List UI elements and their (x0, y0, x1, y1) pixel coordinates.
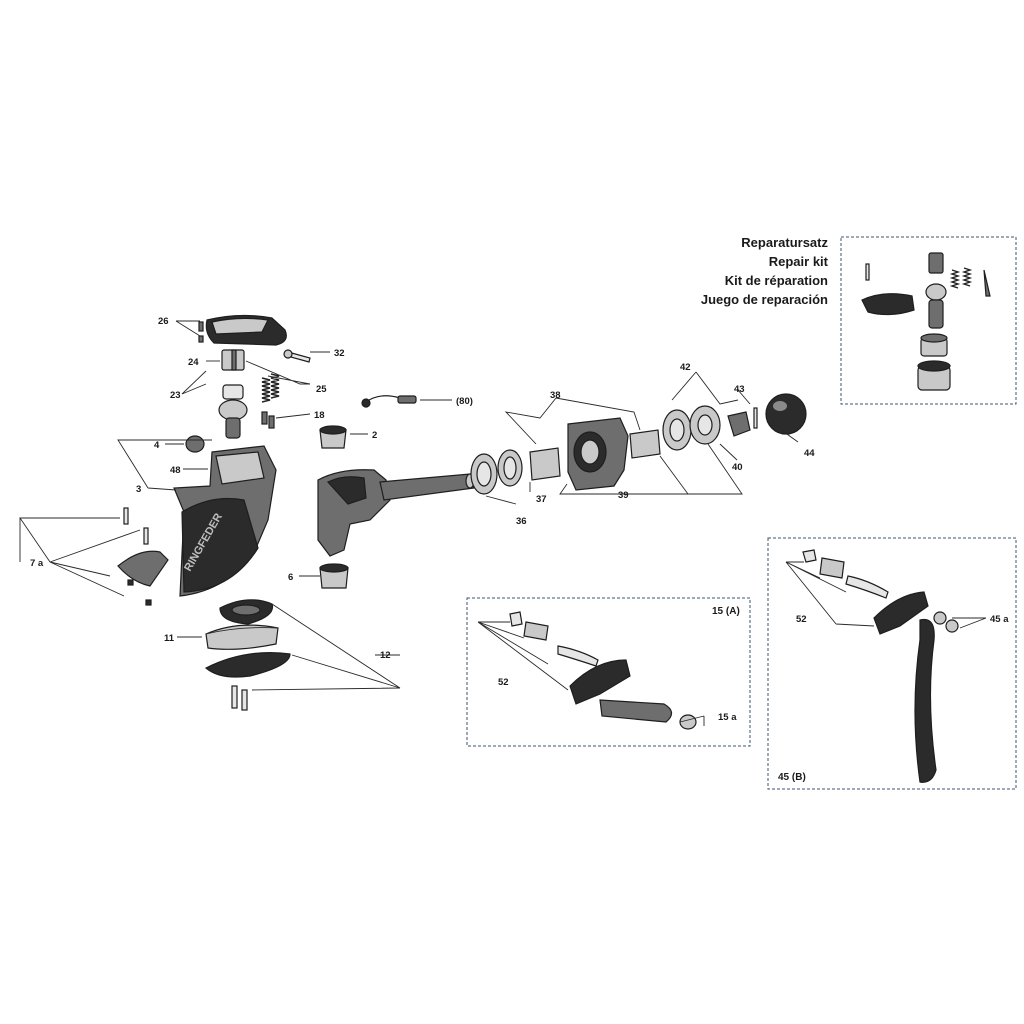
variant-a-box (466, 597, 751, 747)
repair-kit-title-es: Juego de reparación (701, 292, 828, 307)
callout-42: 42 (680, 362, 691, 373)
callout-6: 6 (288, 572, 293, 583)
repair-kit-title-en: Repair kit (769, 254, 829, 269)
callout-40: 40 (732, 462, 743, 473)
part-12-ring-cap (219, 599, 274, 625)
part-6-bushing (319, 563, 349, 589)
variant-a-callout-15a: 15 a (718, 712, 737, 723)
callout-25: 25 (316, 384, 327, 395)
callout-3: 3 (136, 484, 141, 495)
part-12-base-plate (204, 652, 291, 711)
part-43-nut (727, 407, 758, 437)
callout-80: (80) (456, 396, 473, 407)
part-32-bolt (283, 349, 311, 363)
part-3-coupling-body: RINGFEDER (173, 445, 277, 597)
part-39-sleeve-left (529, 447, 561, 481)
callout-32: 32 (334, 348, 345, 359)
variant-b-callout-45a: 45 a (990, 614, 1009, 625)
repair-kit-box (840, 236, 1017, 405)
part-40-rings (662, 405, 721, 451)
callout-23: 23 (170, 390, 181, 401)
callout-12: 12 (380, 650, 391, 661)
repair-kit-title-de: Reparatursatz (741, 235, 828, 250)
part-37-washer (497, 449, 523, 487)
drawbar-fork (317, 469, 475, 557)
part-38-housing (567, 417, 629, 491)
part-80-cable (361, 395, 417, 408)
part-26-top-cover (198, 314, 287, 346)
part-44-ball (765, 393, 807, 435)
callout-39: 39 (618, 490, 629, 501)
part-11-clamp-band (205, 624, 279, 650)
callout-48: 48 (170, 465, 181, 476)
callout-36: 36 (516, 516, 527, 527)
callout-2: 2 (372, 430, 377, 441)
part-2-bushing (319, 425, 347, 449)
variant-b-callout-52: 52 (796, 614, 807, 625)
part-7a-plate (117, 507, 169, 606)
repair-kit-title-fr: Kit de réparation (725, 273, 828, 288)
part-25-springs (261, 373, 280, 403)
callout-37: 37 (536, 494, 547, 505)
part-39-sleeve-right (629, 429, 661, 459)
part-4-nut (185, 435, 205, 453)
variant-b-label: 45 (B) (778, 772, 806, 783)
part-23-ball-pin (218, 384, 248, 439)
variant-a-label: 15 (A) (712, 606, 740, 617)
variant-a-callout-52: 52 (498, 677, 509, 688)
callout-26: 26 (158, 316, 169, 327)
callout-18: 18 (314, 410, 325, 421)
callout-44: 44 (804, 448, 815, 459)
variant-b-box (767, 537, 1017, 790)
callout-43: 43 (734, 384, 745, 395)
callout-11: 11 (164, 633, 175, 644)
callout-24: 24 (188, 357, 199, 368)
part-36-washer (470, 453, 498, 495)
callout-38: 38 (550, 390, 561, 401)
part-24-bushing (221, 349, 245, 371)
leader-lines (19, 320, 987, 726)
callout-4: 4 (154, 440, 160, 451)
callout-7a: 7 a (30, 558, 44, 569)
part-18-screws (261, 411, 275, 429)
